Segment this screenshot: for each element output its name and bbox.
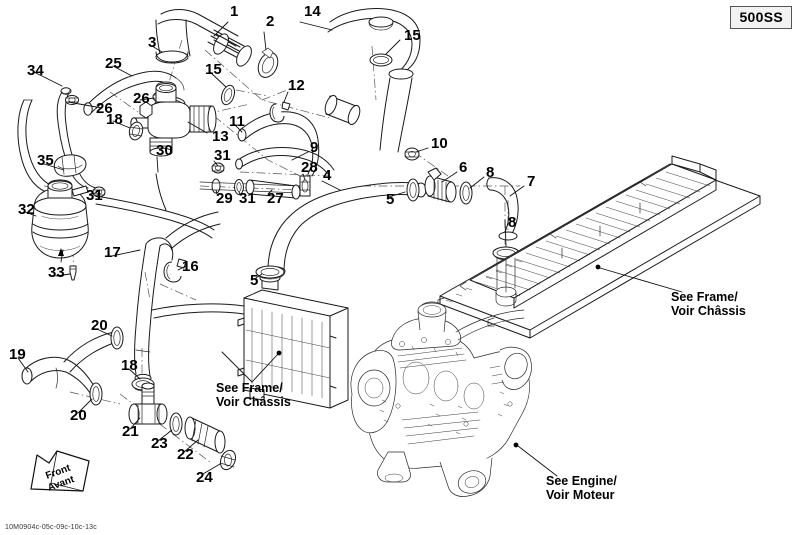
callout-number: 27 (267, 190, 284, 207)
heat-exchanger-rail (437, 155, 761, 339)
hose-7 (486, 177, 519, 241)
callout-number: 25 (105, 55, 122, 72)
clamp-12 (269, 101, 291, 123)
hose-34 (56, 87, 97, 189)
callout-number: 20 (91, 317, 108, 334)
callout-number: 1 (230, 3, 238, 20)
callout-number: 3 (148, 34, 156, 51)
note-frame-right-line1: See Frame/ (671, 290, 738, 304)
callout-number: 8 (508, 214, 516, 231)
callout-number: 31 (214, 147, 231, 164)
callout-number: 4 (323, 167, 332, 184)
note-frame-left-line2: Voir Châssis (216, 395, 291, 409)
ring-15-left (221, 84, 235, 106)
ring-20-lower (89, 382, 103, 406)
screw-33 (58, 248, 77, 281)
footer-code: 10M0904c-05c-09c-10c-13c (5, 524, 97, 531)
callout-number: 19 (9, 346, 26, 363)
callout-number: 20 (70, 407, 87, 424)
cap-5-radiator (255, 265, 285, 280)
callout-number: 6 (459, 159, 467, 176)
clamp-28 (299, 175, 311, 197)
hose-1 (155, 9, 252, 67)
elbow-6 (424, 167, 457, 203)
note-leaders (221, 264, 683, 477)
callout-number: 18 (106, 111, 123, 128)
hose-9 (235, 147, 335, 175)
callout-number: 10 (431, 135, 448, 152)
callout-number: 31 (239, 190, 256, 207)
callout-number: 9 (310, 139, 318, 156)
front-avant-badge: Front Avant (30, 450, 90, 493)
callout-number: 29 (216, 190, 233, 207)
sleeve-mid-top (324, 94, 361, 126)
hose-30 (95, 173, 215, 239)
model-badge: 500SS (730, 6, 792, 29)
callout-number: 32 (18, 201, 35, 218)
callout-number: 5 (250, 272, 258, 289)
hose-19 (21, 356, 95, 397)
fitting-row-29-31-27 (199, 162, 301, 200)
reservoir-cap-35 (53, 154, 87, 177)
callout-number: 31 (86, 187, 103, 204)
callout-number: 26 (96, 100, 113, 117)
callout-number: 15 (404, 27, 421, 44)
ring-15-right (369, 53, 393, 67)
note-frame-right-line2: Voir Châssis (671, 304, 746, 318)
hose-26-left-run (17, 99, 53, 193)
clamp-18-upper (128, 121, 144, 141)
ring-8-upper (459, 181, 473, 205)
callout-number: 11 (229, 113, 245, 130)
note-engine-line2: Voir Moteur (546, 488, 615, 502)
hose-22 (184, 416, 226, 454)
callout-number: 15 (205, 61, 222, 78)
callout-number: 16 (182, 258, 199, 275)
callout-leaders (17, 21, 525, 475)
callout-number: 28 (301, 159, 318, 176)
ring-20-upper (110, 326, 124, 350)
callout-number: 18 (121, 357, 138, 374)
callout-number: 12 (288, 77, 305, 94)
hose-4 (266, 182, 427, 279)
ring-5-mid (406, 178, 420, 202)
callout-number: 22 (177, 446, 194, 463)
tee-fitting-21 (128, 382, 168, 425)
hose-20-run (63, 331, 117, 373)
callout-number: 13 (212, 128, 229, 145)
reservoir-tank-32 (31, 179, 89, 259)
callout-number: 7 (527, 173, 535, 190)
note-frame-left-line1: See Frame/ (216, 381, 283, 395)
callout-number: 2 (266, 13, 274, 30)
note-engine: See Engine/ Voir Moteur (546, 474, 617, 502)
hose-17 (134, 211, 221, 383)
clamp-10 (404, 147, 420, 161)
note-frame-right: See Frame/ Voir Châssis (671, 290, 746, 318)
note-engine-line1: See Engine/ (546, 474, 617, 488)
clamp-16 (163, 258, 187, 283)
ring-23 (169, 412, 183, 436)
thermostat-housing-13 (130, 81, 217, 157)
callout-number: 30 (156, 142, 173, 159)
hose-17-branch (151, 303, 245, 319)
callout-number: 24 (196, 469, 213, 486)
hose-11 (237, 111, 320, 177)
note-frame-left: See Frame/ Voir Châssis (216, 381, 291, 409)
callout-number: 35 (37, 152, 54, 169)
callout-number: 26 (133, 90, 150, 107)
clamp-2 (257, 47, 279, 78)
hose-14 (327, 8, 421, 153)
clamp-24 (219, 449, 236, 471)
engine-block (350, 301, 532, 497)
callout-number: 8 (486, 164, 494, 181)
callout-number: 33 (48, 264, 65, 281)
callout-number: 23 (151, 435, 168, 452)
callout-number: 21 (122, 423, 139, 440)
callout-number: 17 (104, 244, 121, 261)
callout-number: 5 (386, 191, 394, 208)
callout-number: 34 (27, 62, 44, 79)
radiator (237, 273, 349, 409)
callout-number: 14 (304, 3, 321, 20)
